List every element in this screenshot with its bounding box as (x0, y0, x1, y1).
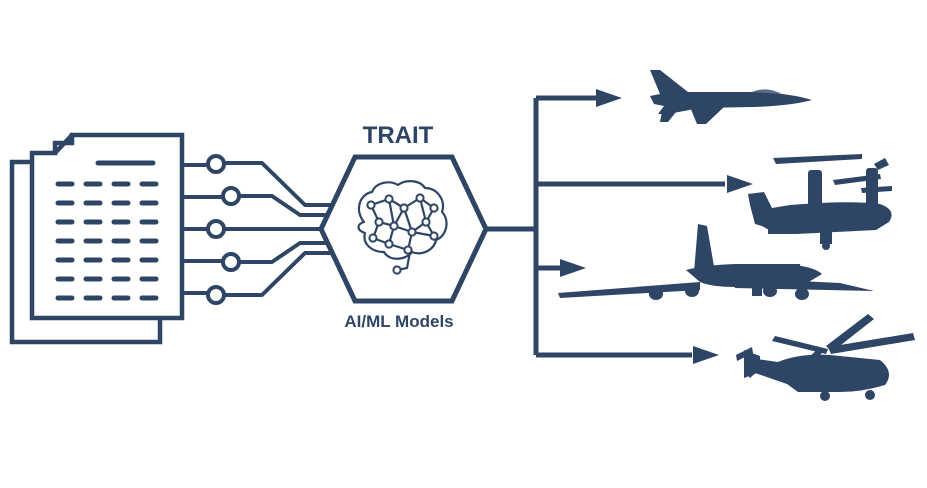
tiltrotor-aircraft-icon (748, 154, 892, 250)
document-stack-icon (9, 132, 185, 345)
brain-node-icons (366, 193, 439, 275)
cargo-aircraft-icon (558, 224, 874, 300)
helicopter-icon (736, 314, 915, 401)
input-circuit-lines (182, 161, 335, 297)
output-connector (486, 95, 725, 358)
fighter-jet-icon (650, 70, 812, 124)
circuit-node-icons (206, 154, 241, 305)
arrowhead-icons (560, 89, 753, 364)
diagram-title: TRAIT (363, 122, 434, 149)
diagram-subtitle: AI/ML Models (344, 312, 453, 331)
